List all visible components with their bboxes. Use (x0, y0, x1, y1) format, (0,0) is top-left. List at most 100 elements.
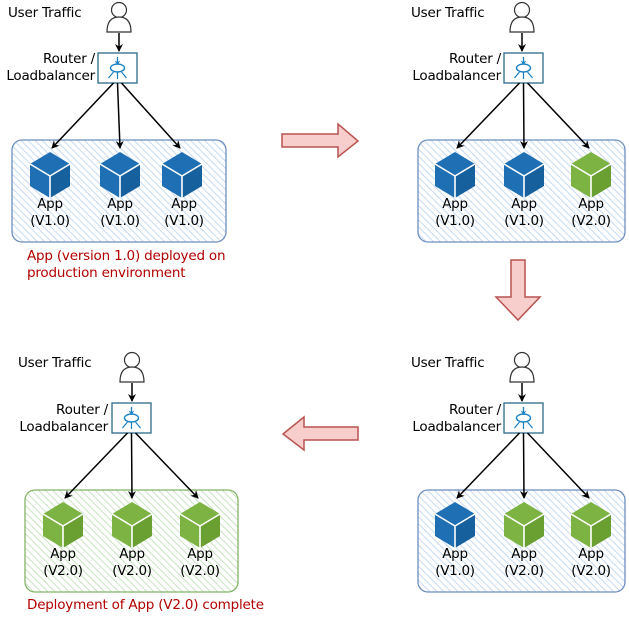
user-body (119, 366, 145, 383)
app-instance-label: App(V1.0) (494, 196, 554, 230)
router-label-line1: Router / (43, 51, 95, 67)
route-arrow (134, 432, 199, 499)
route-arrow (120, 82, 181, 149)
cube-edges (111, 513, 153, 548)
app-instance-label: App(V1.0) (90, 196, 150, 230)
route-arrow (51, 82, 115, 149)
app-cube-icon (111, 502, 153, 548)
user-head (513, 1, 531, 19)
user-icon (509, 351, 535, 383)
app-instance-label: App(V2.0) (494, 546, 554, 580)
app-instance-label: App(V1.0) (154, 196, 214, 230)
stage1-caption: App (version 1.0) deployed on production… (27, 248, 226, 282)
app-cube-icon (29, 152, 71, 198)
cube-left (435, 164, 455, 198)
app-cube-icon (434, 152, 476, 198)
app-name: App (119, 546, 145, 562)
route-arrow (526, 432, 590, 499)
user-head (513, 351, 531, 369)
user-traffic-label: User Traffic (18, 355, 92, 371)
cube-left (112, 514, 132, 548)
user-traffic-label: User Traffic (411, 5, 485, 21)
cube-right (524, 164, 544, 198)
app-version: (V2.0) (43, 563, 83, 579)
user-body (509, 366, 535, 383)
user-head (123, 351, 141, 369)
cube-right (524, 514, 544, 548)
cube-right (182, 164, 202, 198)
route-arrow (456, 82, 521, 149)
app-version: (V1.0) (100, 213, 140, 229)
cube-edges (161, 163, 203, 198)
user-traffic-label: User Traffic (411, 355, 485, 371)
cube-left (504, 514, 524, 548)
app-cube-icon (161, 152, 203, 198)
app-cube-icon (99, 152, 141, 198)
route-arrow (519, 432, 528, 499)
cube-left (571, 514, 591, 548)
cube-right (200, 514, 220, 548)
app-name: App (442, 546, 468, 562)
stage4-caption: Deployment of App (V2.0) complete (27, 597, 264, 613)
app-version: (V2.0) (571, 563, 611, 579)
router-icon (111, 402, 152, 434)
cube-right (120, 164, 140, 198)
route-arrow (519, 82, 528, 149)
cube-left (571, 164, 591, 198)
app-version: (V2.0) (504, 563, 544, 579)
app-instance-label: App(V2.0) (102, 546, 162, 580)
router-label: Router / Loadbalancer (6, 51, 95, 85)
router-label-line2: Loadbalancer (412, 68, 501, 84)
router-label: Router / Loadbalancer (412, 402, 501, 436)
app-version: (V1.0) (30, 213, 70, 229)
route-arrow (64, 432, 129, 499)
app-cube-icon (503, 152, 545, 198)
app-name: App (171, 196, 197, 212)
app-version: (V1.0) (504, 213, 544, 229)
cube-left (435, 514, 455, 548)
app-cube-icon (42, 502, 84, 548)
flow-arrow-right-icon (281, 122, 360, 159)
caption-line1: App (version 1.0) deployed on (27, 248, 226, 264)
app-instance-label: App(V1.0) (425, 546, 485, 580)
app-version: (V2.0) (180, 563, 220, 579)
router-icon (503, 52, 544, 84)
cube-right (591, 164, 611, 198)
deployment-stage-4 (24, 351, 239, 593)
router-icon (97, 52, 138, 84)
cube-edges (570, 513, 612, 548)
app-name: App (187, 546, 213, 562)
user-icon (509, 1, 535, 33)
router-label: Router / Loadbalancer (19, 402, 108, 436)
cube-left (162, 164, 182, 198)
caption-line2: production environment (27, 265, 186, 281)
user-icon (106, 1, 132, 33)
cube-left (504, 164, 524, 198)
app-instance-label: App(V2.0) (561, 546, 621, 580)
app-version: (V2.0) (112, 563, 152, 579)
cube-right (132, 514, 152, 548)
cube-right (50, 164, 70, 198)
route-arrow (115, 82, 124, 149)
deployment-stage-1 (11, 1, 227, 243)
app-cube-icon (434, 502, 476, 548)
app-name: App (37, 196, 63, 212)
app-name: App (107, 196, 133, 212)
app-instance-label: App(V1.0) (20, 196, 80, 230)
app-name: App (511, 196, 537, 212)
router-label-line2: Loadbalancer (412, 419, 501, 435)
app-instance-label: App(V1.0) (425, 196, 485, 230)
cube-edges (99, 163, 141, 198)
cube-right (455, 514, 475, 548)
cube-edges (434, 163, 476, 198)
cube-edges (570, 163, 612, 198)
cube-edges (503, 513, 545, 548)
cube-edges (42, 513, 84, 548)
cube-edges (503, 163, 545, 198)
user-head (110, 1, 128, 19)
app-instance-label: App(V2.0) (170, 546, 230, 580)
app-version: (V1.0) (435, 563, 475, 579)
cube-left (43, 514, 63, 548)
cube-right (63, 514, 83, 548)
app-name: App (442, 196, 468, 212)
